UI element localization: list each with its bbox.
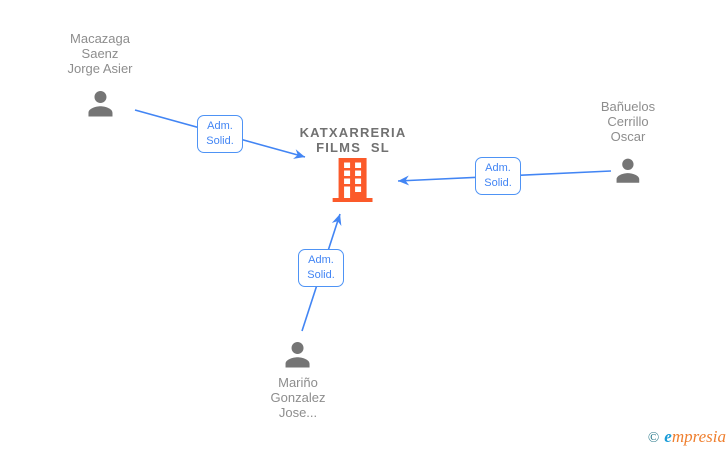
company-name: KATXARRERIA FILMS SL [299,125,407,155]
brand-rest: mpresia [671,427,726,446]
company-building-icon [332,158,373,202]
edge-label-adm-solid-left: Adm. Solid. [197,115,243,153]
person-name: Bañuelos Cerrillo Oscar [600,99,656,144]
person-node-macazaga[interactable]: Macazaga Saenz Jorge Asier [67,31,133,121]
person-icon [611,153,645,187]
person-icon [280,336,316,372]
person-name: Macazaga Saenz Jorge Asier [67,31,133,76]
person-icon [82,85,118,121]
empresia-logo[interactable]: ©empresia [648,427,726,448]
person-node-banuelos[interactable]: Bañuelos Cerrillo Oscar [601,99,655,187]
person-name: Mariño Gonzalez Jose... [270,375,326,420]
edge-label-adm-solid-bottom: Adm. Solid. [298,249,344,287]
company-node[interactable]: KATXARRERIA FILMS SL [300,125,407,202]
copyright-symbol: © [647,430,660,446]
person-node-marino[interactable]: Mariño Gonzalez Jose... [270,336,326,420]
edge-label-adm-solid-right: Adm. Solid. [475,157,521,195]
brand-initial: e [664,427,672,446]
